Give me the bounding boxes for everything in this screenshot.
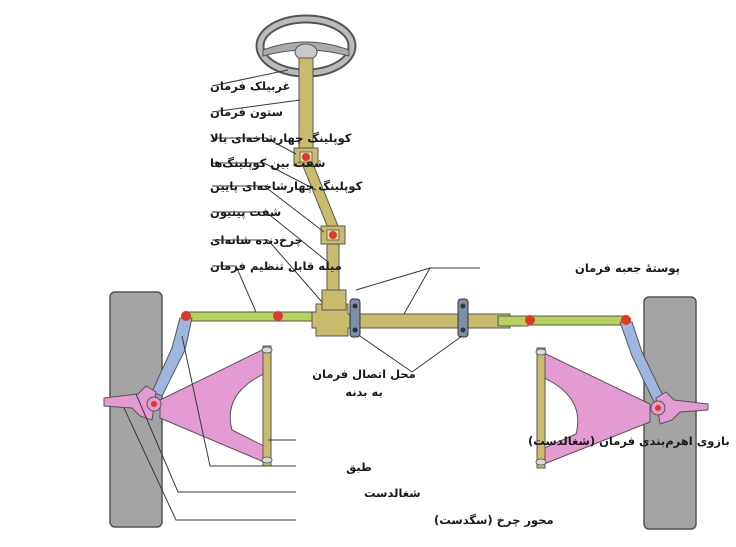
label-tie-rod: میله قابل تنظیم فرمان: [210, 259, 342, 273]
label-control-arm: شغالدست: [364, 486, 421, 500]
label-rack-gear: چرخ‌دنده شانه‌ای: [210, 233, 303, 247]
label-steering-housing: پوستهٔ جعبه فرمان: [575, 261, 680, 276]
upper-universal-joint: [293, 147, 319, 167]
right-spindle: [650, 391, 709, 425]
intermediate-shaft: [302, 163, 339, 229]
mounting-clamp-left: [349, 298, 361, 338]
left-tie-rod: [181, 311, 317, 322]
label-mounting-point-line2: به بدنه: [345, 385, 383, 399]
label-lower-universal-joint: کوپلینگ چهارشاخه‌ای پایین: [210, 179, 363, 194]
rack-housing: [311, 289, 529, 337]
label-pinion-shaft: شفت پینیون: [210, 205, 281, 220]
leader-lines: [123, 69, 480, 521]
label-steering-arm: بازوی اهرم‌بندی فرمان (شغالدست): [528, 434, 730, 449]
label-plate: طبق: [346, 460, 372, 474]
label-steering-column: ستون فرمان: [210, 105, 283, 120]
right-tie-rod: [525, 315, 631, 326]
label-steering-wheel: غربیلک فرمان: [210, 79, 290, 93]
label-intermediate-shaft: شفت بین کوپلینگ‌ها: [210, 156, 326, 171]
mounting-clamp-right: [457, 298, 469, 338]
label-spindle: محور چرخ (سگدست): [434, 513, 554, 528]
lower-universal-joint: [320, 225, 346, 245]
label-mounting-point-line1: محل اتصال فرمان: [312, 367, 416, 381]
label-upper-universal-joint: کوپلینگ چهارشاخه‌ای بالا: [210, 131, 352, 146]
